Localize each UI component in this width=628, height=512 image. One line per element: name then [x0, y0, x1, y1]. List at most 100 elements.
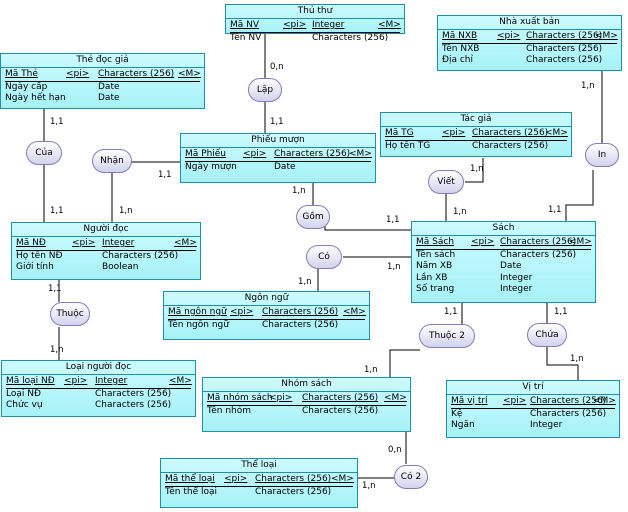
- entity-title: Phiếu mượn: [181, 134, 375, 148]
- attribute-type: Date: [98, 81, 120, 92]
- attribute-flag: <M>: [595, 31, 618, 41]
- attribute-type: Integer: [500, 284, 533, 294]
- relationship-thuoc-2[interactable]: Thuộc 2: [419, 324, 475, 348]
- relationship-cua[interactable]: Của: [26, 141, 62, 165]
- attribute-type: Date: [500, 261, 522, 271]
- relationship-nhan[interactable]: Nhận: [92, 149, 132, 173]
- attribute-name: Tên nhóm: [207, 405, 252, 416]
- entity-title: Vị trí: [447, 381, 619, 395]
- attribute-row: Tên NXB Characters (256): [442, 44, 617, 56]
- cardinality-label: 1,1: [386, 215, 400, 225]
- cardinality-label: 1,n: [387, 262, 401, 272]
- cardinality-label: 1,1: [270, 117, 284, 127]
- attribute-type: Characters (256): [255, 474, 332, 484]
- attribute-row-key: Mã TG<pi>Characters (256)<M>: [385, 128, 568, 141]
- relationship-co-2[interactable]: Có 2: [394, 465, 428, 489]
- attribute-name: Ngày mượn: [185, 161, 237, 172]
- attribute-name: Mã ngôn ngữ: [168, 307, 227, 317]
- attribute-flag: <M>: [593, 396, 616, 406]
- attribute-type: Integer: [312, 20, 345, 30]
- entity-attributes: Mã Phiếu<pi>Characters (256)<M>Ngày mượn…: [181, 148, 375, 173]
- attribute-name: Tên NXB: [442, 43, 480, 54]
- attribute-name: Họ tên NĐ: [16, 250, 63, 261]
- attribute-pi: <pi>: [64, 376, 88, 386]
- attribute-row-key: Mã Phiếu<pi>Characters (256)<M>: [185, 149, 372, 162]
- attribute-name: Giới tính: [16, 262, 54, 272]
- attribute-name: Mã loại NĐ: [6, 376, 55, 386]
- entity-title: Tác giả: [381, 113, 571, 127]
- attribute-type: Characters (256): [262, 307, 339, 317]
- attribute-type: Date: [274, 161, 296, 172]
- relationship-lap[interactable]: Lập: [248, 78, 282, 102]
- attribute-pi: <pi>: [283, 20, 307, 30]
- attribute-row-key: Mã NV<pi>Integer<M>: [230, 20, 401, 33]
- attribute-row-key: Mã NĐ<pi>Integer<M>: [16, 238, 197, 251]
- cardinality-label: 1,1: [548, 205, 562, 215]
- attribute-pi: <pi>: [72, 238, 96, 248]
- attribute-type: Characters (256): [526, 43, 603, 54]
- attribute-pi: <pi>: [442, 128, 466, 138]
- attribute-flag: <M>: [569, 237, 592, 247]
- relationship-gom[interactable]: Gồm: [296, 205, 330, 229]
- attribute-type: Characters (256): [274, 149, 351, 159]
- attribute-name: Mã Thẻ: [5, 69, 38, 79]
- cardinality-label: 1,n: [364, 365, 378, 375]
- relationship-chua[interactable]: Chứa: [527, 323, 567, 347]
- attribute-name: Kệ: [451, 408, 463, 419]
- entity-title: Người đọc: [12, 223, 200, 237]
- attribute-pi: <pi>: [230, 307, 254, 317]
- attribute-pi: <pi>: [243, 149, 267, 159]
- entity-title: Thủ thư: [226, 5, 404, 19]
- cardinality-label: 1,1: [554, 307, 568, 317]
- attribute-pi: <pi>: [66, 69, 90, 79]
- attribute-pi: <pi>: [497, 31, 521, 41]
- attribute-name: Tên sách: [416, 249, 456, 260]
- attribute-flag: <M>: [349, 149, 372, 159]
- entity-title: Loại người đọc: [2, 361, 195, 375]
- attribute-type: Characters (256): [262, 319, 339, 330]
- attribute-name: Mã vị trí: [451, 396, 488, 406]
- relationship-thuoc[interactable]: Thuộc: [50, 302, 90, 326]
- cardinality-label: 1,1: [50, 206, 64, 216]
- relationship-co[interactable]: Có: [306, 245, 342, 269]
- attribute-flag: <M>: [378, 20, 401, 30]
- attribute-row-key: Mã Thẻ<pi>Characters (256)<M>: [5, 69, 201, 82]
- relationship-viet[interactable]: Viết: [428, 170, 464, 194]
- entity-attributes: Mã ngôn ngữ<pi>Characters (256)<M>Tên ng…: [164, 306, 369, 331]
- relationship-in[interactable]: In: [585, 143, 619, 167]
- cardinality-label: 1,1: [158, 170, 172, 180]
- attribute-type: Characters (256): [302, 405, 379, 416]
- cardinality-label: 1,1: [48, 284, 62, 294]
- attribute-type: Characters (256): [255, 486, 332, 497]
- entity-attributes: Mã thể loại<pi>Characters (256)<M>Tên th…: [161, 473, 357, 498]
- attribute-name: Địa chỉ: [442, 55, 474, 65]
- attribute-name: Năm XB: [416, 261, 453, 271]
- attribute-flag: <M>: [331, 474, 354, 484]
- attribute-row: Năm XB Date: [416, 261, 591, 273]
